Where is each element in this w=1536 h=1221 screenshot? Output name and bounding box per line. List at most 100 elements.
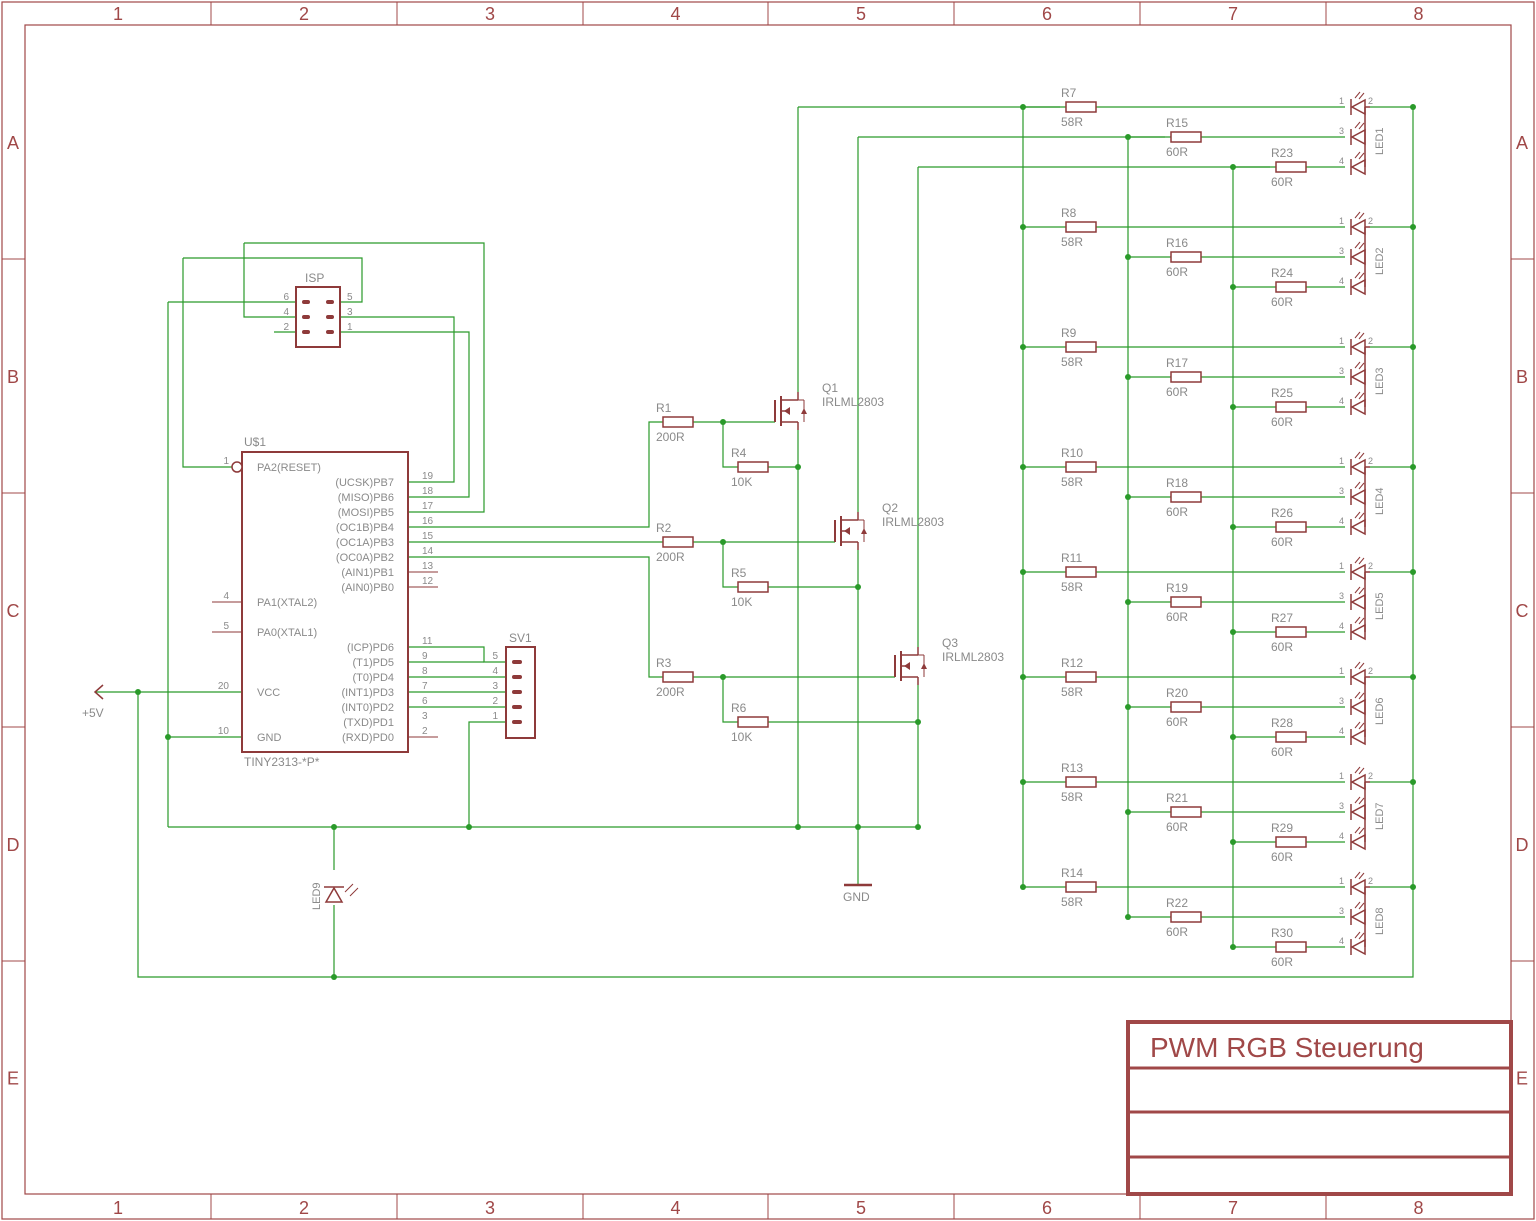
- led-resistor-symbol: [1065, 671, 1097, 683]
- wire-isp-4: [243, 243, 296, 318]
- gate-resistor-value: 200R: [656, 685, 685, 699]
- mcu-pin-label: (INT1)PD3: [341, 687, 394, 699]
- column-label: 5: [856, 4, 866, 24]
- column-label: 2: [299, 1198, 309, 1218]
- junction-dot: [795, 824, 801, 830]
- rgb-led-diode-symbol: [1350, 668, 1366, 686]
- column-label: 7: [1228, 4, 1238, 24]
- mcu-pin-label: (OC1B)PB4: [336, 522, 394, 534]
- rgb-led-pin-number: 4: [1339, 936, 1344, 946]
- rgb-led-light-icon: [1354, 211, 1365, 220]
- isp-pin-pad: [302, 300, 310, 304]
- rgb-led-light-icon: [1354, 91, 1365, 100]
- mcu-pin-label: (OC0A)PB2: [336, 552, 394, 564]
- rgb-led-pin-number: 2: [1368, 771, 1373, 781]
- sv1-pin-number: 2: [492, 696, 498, 707]
- column-label: 4: [670, 4, 680, 24]
- rgb-led-pin-number: 2: [1368, 96, 1373, 106]
- rgb-led-light-icon: [1354, 661, 1365, 670]
- led-resistor-symbol: [1170, 806, 1202, 818]
- led-resistor-symbol: [1065, 566, 1097, 578]
- led-resistor-value: 60R: [1271, 535, 1293, 549]
- rgb-led-pin-number: 3: [1339, 366, 1344, 376]
- led-resistor-value: 60R: [1166, 610, 1188, 624]
- led-resistor-value: 60R: [1271, 850, 1293, 864]
- row-label: B: [7, 367, 19, 387]
- rgb-led-diode-symbol: [1350, 368, 1366, 386]
- rgb-led-pin-number: 2: [1368, 456, 1373, 466]
- mcu-pin-number: 4: [223, 591, 229, 602]
- gate-resistor-value: 200R: [656, 550, 685, 564]
- row-label: D: [1516, 835, 1529, 855]
- rgb-led-light-icon: [1354, 721, 1365, 730]
- mosfet-value: IRLML2803: [942, 650, 1004, 664]
- led-resistor-name: R19: [1166, 581, 1188, 595]
- led-resistor-symbol: [1065, 221, 1097, 233]
- column-label: 3: [485, 1198, 495, 1218]
- wires: [95, 104, 1416, 980]
- drawing-title: PWM RGB Steuerung: [1150, 1032, 1424, 1063]
- pulldown-resistor-name: R5: [731, 566, 747, 580]
- rgb-led-light-icon: [1354, 871, 1365, 880]
- mosfet-arrow-icon: [784, 407, 790, 415]
- led-resistor-value: 60R: [1271, 955, 1293, 969]
- wire-miso: [340, 331, 470, 498]
- isp-pin-number: 3: [347, 307, 353, 318]
- led-resistor-name: R21: [1166, 791, 1188, 805]
- junction-dot: [331, 824, 337, 830]
- rgb-led-diode-symbol: [1350, 518, 1366, 536]
- rgb-led-diode-symbol: [1350, 458, 1366, 476]
- mcu-pin-number: 19: [422, 471, 434, 482]
- led-resistor-name: R27: [1271, 611, 1293, 625]
- led-resistor-value: 58R: [1061, 790, 1083, 804]
- rgb-led-light-icon: [1354, 691, 1365, 700]
- led-resistor-symbol: [1275, 836, 1307, 848]
- led-resistor-value: 60R: [1271, 745, 1293, 759]
- led-resistor-value: 58R: [1061, 115, 1083, 129]
- wire-sv-5: [408, 646, 506, 663]
- reset-inversion-bubble: [231, 461, 243, 473]
- junction-dot: [331, 974, 337, 980]
- row-label: A: [7, 133, 19, 153]
- row-label: C: [1516, 601, 1529, 621]
- mcu-pin-label: (AIN1)PB1: [341, 567, 394, 579]
- led-resistor-symbol: [1065, 341, 1097, 353]
- led-resistor-name: R18: [1166, 476, 1188, 490]
- led-resistor-name: R7: [1061, 86, 1077, 100]
- mcu-pin-label: (MOSI)PB5: [338, 507, 394, 519]
- rgb-led-pin-number: 1: [1339, 771, 1344, 781]
- mosfet-value: IRLML2803: [882, 515, 944, 529]
- mcu-pin-number: 14: [422, 546, 434, 557]
- led-resistor-symbol: [1065, 881, 1097, 893]
- pulldown-resistor-name: R4: [731, 446, 747, 460]
- vcc-arrow-symbol: [93, 684, 104, 700]
- mcu-pin-label: (INT0)PD2: [341, 702, 394, 714]
- isp-pin-pad: [326, 315, 334, 319]
- led-resistor-symbol: [1275, 521, 1307, 533]
- rgb-led-pin-number: 1: [1339, 561, 1344, 571]
- led9-light-icon: [344, 883, 359, 897]
- wire-pulldown-1: [722, 422, 738, 468]
- rgb-led-name: LED8: [1374, 907, 1386, 935]
- mcu-pin-number: 7: [422, 681, 428, 692]
- isp-pin-number: 6: [283, 292, 289, 303]
- mcu-pin-number: 3: [422, 711, 428, 722]
- mcu-pin-number: 18: [422, 486, 434, 497]
- led-resistor-symbol: [1065, 101, 1097, 113]
- isp-pin-number: 4: [283, 307, 289, 318]
- sv1-name: SV1: [509, 631, 532, 645]
- pulldown-resistor-value: 10K: [731, 730, 752, 744]
- wire-reset: [182, 258, 232, 468]
- rgb-led-pin-number: 4: [1339, 516, 1344, 526]
- junction-dot: [915, 824, 921, 830]
- mcu-pin-number: 12: [422, 576, 434, 587]
- rgb-led-pin-number: 1: [1339, 666, 1344, 676]
- row-label: D: [7, 835, 20, 855]
- wire-5v-rail: [137, 107, 1414, 978]
- row-label: E: [7, 1069, 19, 1089]
- led-resistor-symbol: [1065, 776, 1097, 788]
- led-resistor-name: R11: [1061, 551, 1082, 565]
- led-resistor-name: R9: [1061, 326, 1077, 340]
- mosfet-name: Q3: [942, 636, 958, 650]
